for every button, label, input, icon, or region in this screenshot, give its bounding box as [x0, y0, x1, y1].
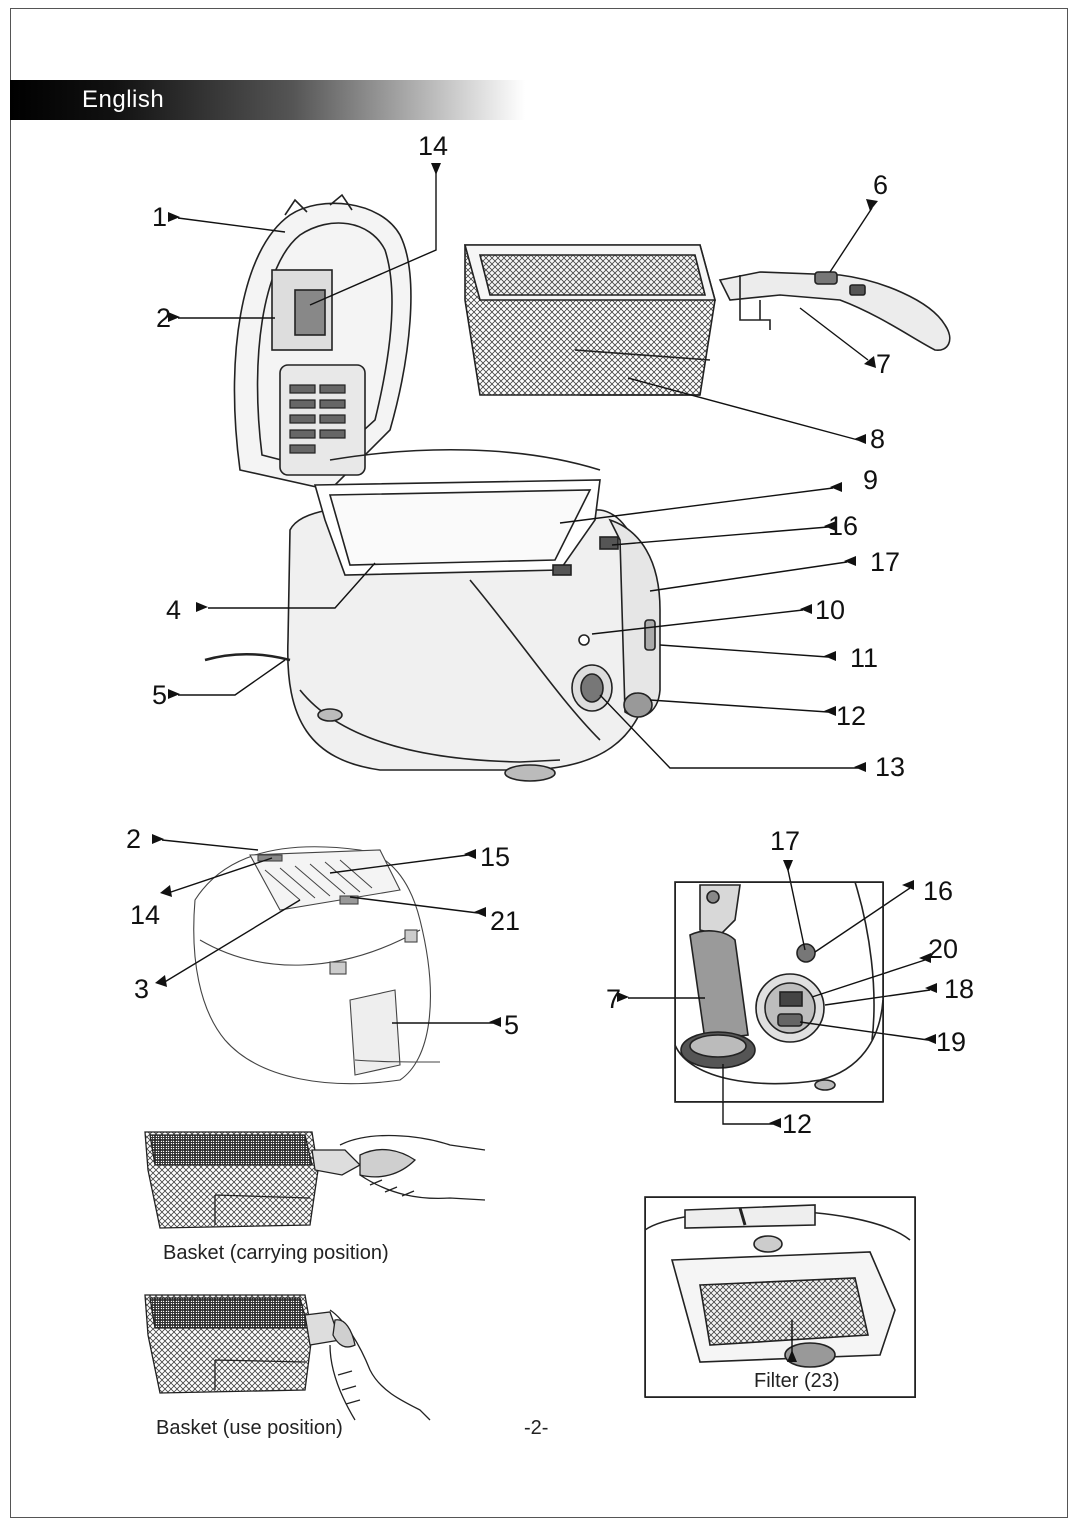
page-frame	[10, 8, 1068, 1518]
callout-14: 14	[418, 131, 449, 161]
callout-17-b: 17	[770, 826, 801, 856]
caption-basket-use: Basket (use position)	[156, 1417, 343, 1439]
control-inset-drawing	[674, 881, 884, 1103]
arrowheads	[152, 163, 937, 1362]
callout-16: 16	[828, 511, 859, 541]
callout-5-b: 5	[504, 1010, 520, 1040]
fryer-main-drawing	[204, 193, 661, 782]
page-number: -2-	[524, 1417, 549, 1439]
callout-6: 6	[873, 170, 889, 200]
callout-11: 11	[850, 643, 879, 673]
filter-inset-frame	[645, 1197, 916, 1398]
basket-use-drawing	[144, 1294, 431, 1421]
language-banner	[10, 80, 525, 120]
fryer-closed-drawing	[193, 846, 441, 1085]
language-label: English	[82, 86, 165, 113]
callout-10: 10	[815, 595, 846, 625]
callout-12: 12	[836, 701, 867, 731]
callout-21: 21	[490, 906, 521, 936]
callout-15: 15	[480, 842, 511, 872]
callout-5: 5	[152, 680, 168, 710]
callout-4: 4	[166, 595, 182, 625]
control-inset-frame	[675, 882, 884, 1102]
basket-carrying-drawing	[144, 1131, 486, 1229]
callout-13: 13	[875, 752, 906, 782]
leader-lines	[161, 173, 931, 1355]
caption-filter: Filter (23)	[754, 1370, 840, 1392]
callout-20: 20	[928, 934, 959, 964]
callout-14-b: 14	[130, 900, 161, 930]
callout-17: 17	[870, 547, 901, 577]
callout-3: 3	[134, 974, 150, 1004]
callout-1: 1	[152, 202, 168, 232]
callout-18: 18	[944, 974, 975, 1004]
basket-top-drawing	[463, 244, 951, 396]
callout-16-b: 16	[923, 876, 954, 906]
callout-8: 8	[870, 424, 886, 454]
caption-basket-carrying: Basket (carrying position)	[163, 1242, 389, 1264]
callout-2: 2	[156, 303, 172, 333]
callout-12-b: 12	[782, 1109, 813, 1139]
callout-9: 9	[863, 465, 879, 495]
callout-7: 7	[876, 349, 892, 379]
callout-19: 19	[936, 1027, 967, 1057]
callout-7-b: 7	[606, 984, 622, 1014]
callout-2-b: 2	[126, 824, 142, 854]
